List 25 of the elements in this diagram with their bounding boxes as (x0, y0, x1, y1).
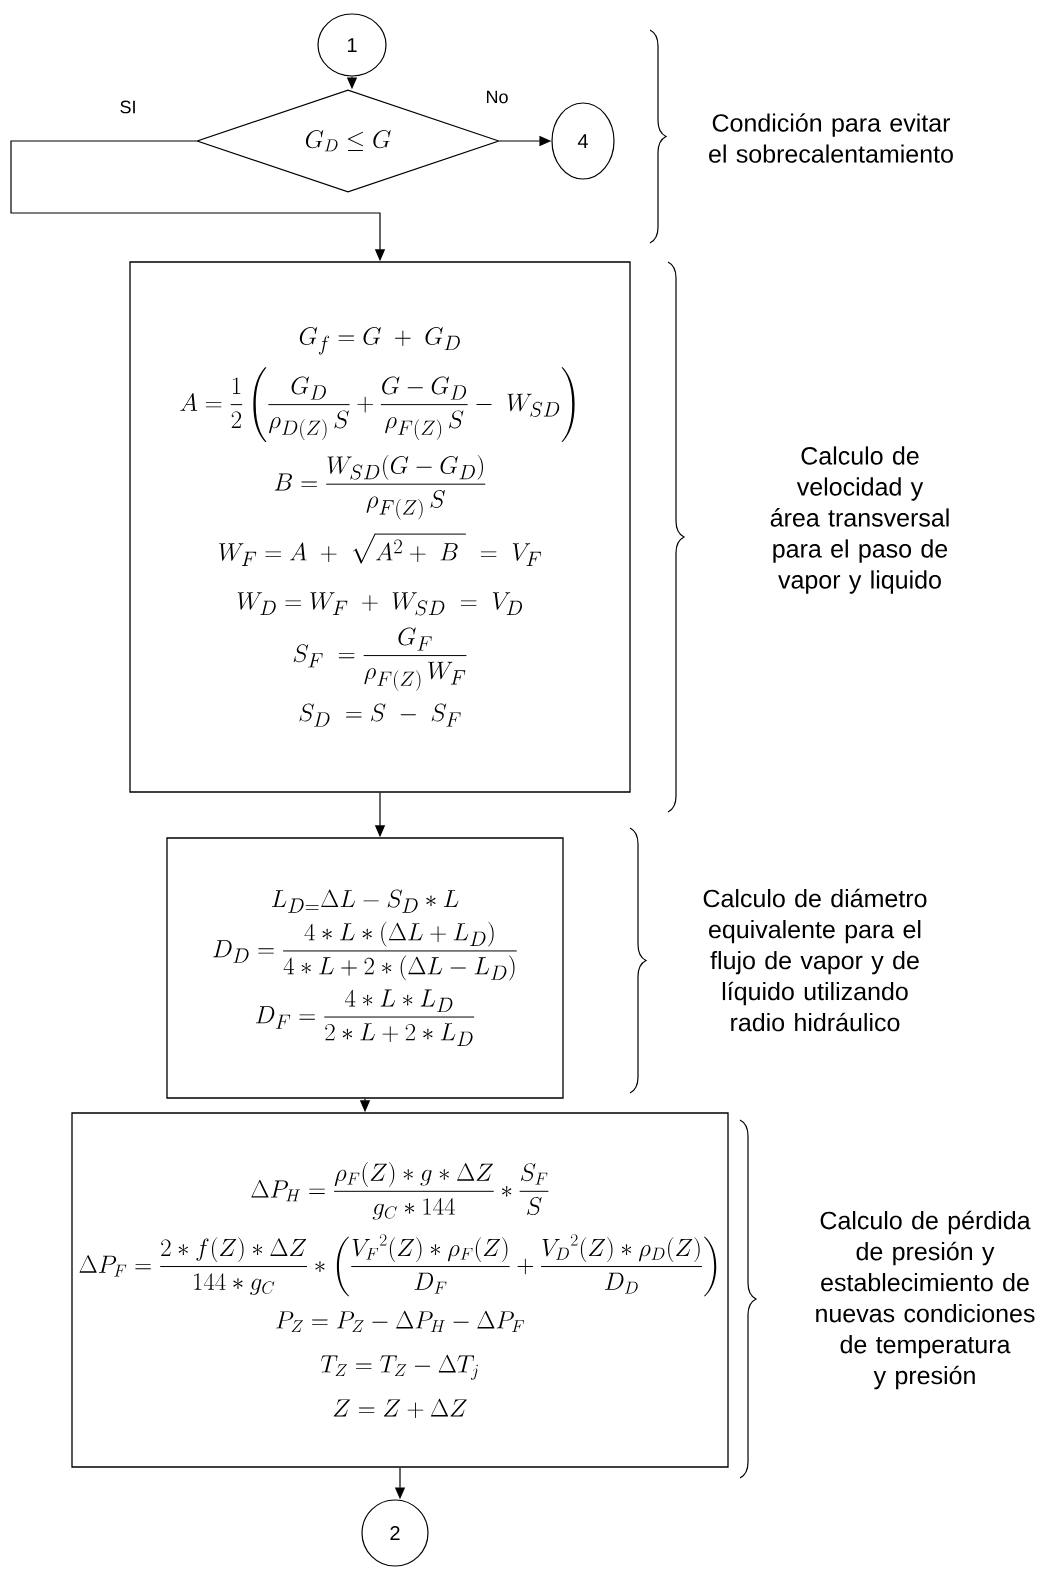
formula: $D_D = \frac{4 * L * (\Delta L + L_D)}{4 * L + 2 * (\Delta L - L_D)}$ (213, 921, 517, 981)
process-box (129, 261, 631, 793)
side-note: Calculo de velocidad y área transversal para el paso de vapor y liquido (770, 446, 949, 594)
formula: $W_F = A \; + \; \sqrt{A^2 + \; B\;} \; = \; V_F$ (219, 533, 541, 566)
formula: $T_Z = T_Z - \Delta T_j$ (320, 1354, 478, 1380)
formula: $A = \frac{1}{2}\left(\frac{G_D}{\rho_{D(Z)}\,S} + \frac{G - G_D}{\rho_{F(Z)}\,S} - \; W_{SD}\right)$ (180, 367, 575, 442)
formula: $P_Z = P_Z - \Delta P_H - \Delta P_F$ (276, 1310, 524, 1333)
formula: $G_f = G \; + \; G_D$ (299, 326, 460, 355)
formula: $Z = Z + \Delta Z$ (333, 1398, 467, 1418)
formula: $W_D = W_F \; + \; W_{SD} \; = \; V_D$ (237, 592, 523, 616)
formula: $\Delta P_H = \frac{\rho_F(Z) * g * \Delta Z}{g_C * 144} * \frac{S_F}{S}$ (251, 1162, 549, 1220)
formula: $G_D \leq G$ (305, 130, 391, 152)
side-note: Calculo de diámetro equivalente para el flujo de vapor y de líquido utilizando radio hidráulico (703, 888, 927, 1032)
side-note: Condición para evitar el sobrecalentamiento (709, 113, 953, 163)
side-note: Calculo de pérdida de presión y establecimiento de nuevas condiciones de temperatura y presión (816, 1210, 1035, 1390)
formula: $B = \frac{W_{SD}(G - G_D)}{\rho_{F(Z)}\,S}$ (274, 454, 486, 520)
process-box (71, 1112, 729, 1468)
formula: $D_F = \frac{4 * L * L_D}{2 * L + 2 * L_D}$ (255, 989, 475, 1046)
edge-label: SI (118, 99, 138, 115)
edge-label: No (484, 89, 510, 105)
formula: $S_D \; = S \; - \; S_F$ (299, 703, 461, 727)
formula: $L_{D=}\Delta L - S_D * L$ (271, 889, 459, 913)
formula: $\Delta P_F = \frac{2 * f(Z) * \Delta Z}{144 * g_C} * \left(\frac{{V_F}^2(Z) * \rho_F(Z)}{D_F} + \frac{{V_D}^2(Z) * \rho_D(Z)}{D_D}\right)$ (79, 1234, 717, 1297)
process-box (166, 837, 564, 1099)
formula: $S_F \; = \frac{G_F}{\rho_{F(Z)}\,W_F}$ (293, 627, 467, 691)
